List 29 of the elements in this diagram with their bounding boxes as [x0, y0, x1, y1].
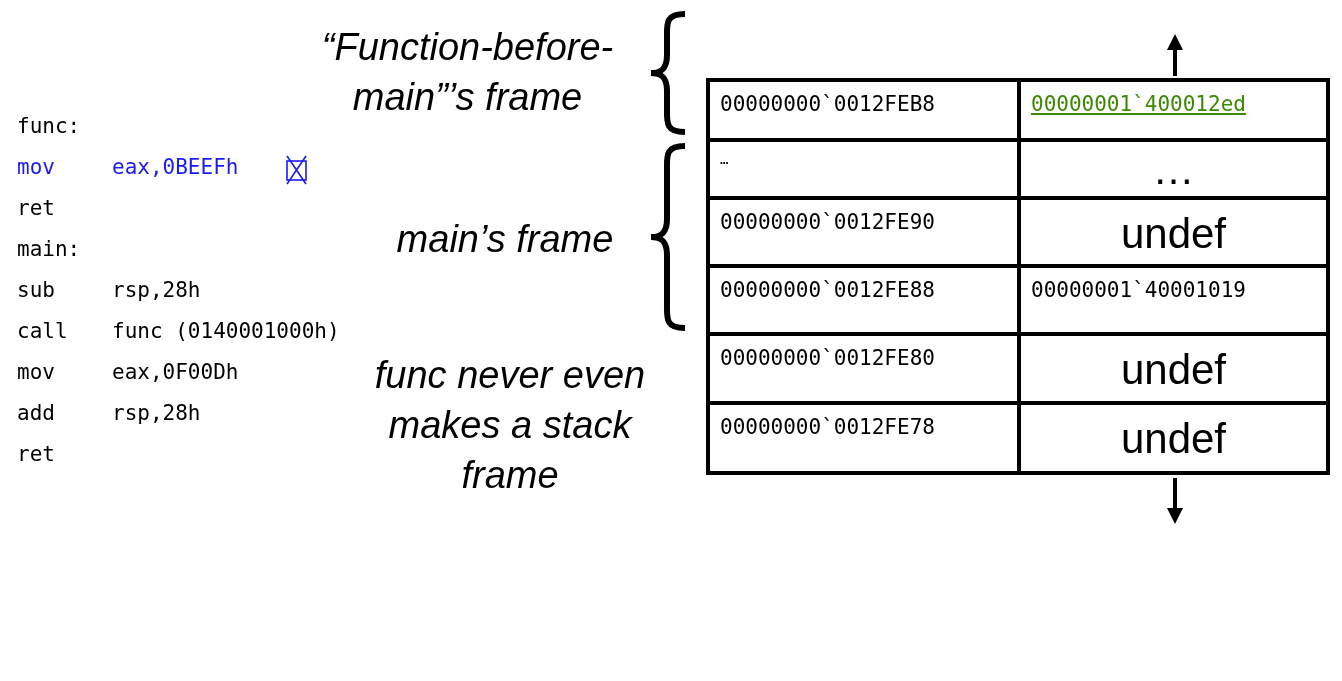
instruction-text: ret: [17, 198, 55, 219]
operand-text: rsp,28h: [112, 280, 201, 301]
code-label: func:: [17, 116, 81, 137]
instruction-text: call: [17, 321, 68, 342]
note-text: func never even makes a stack frame: [373, 353, 647, 499]
instruction-text: mov: [17, 362, 55, 383]
operand-text: func (0140001000h): [112, 321, 340, 342]
value-text: 00000001`40001019: [1031, 280, 1246, 301]
value-text: undef: [1119, 348, 1228, 392]
address-text: 00000000`0012FE88: [720, 280, 935, 301]
operand-text: eax,0F00Dh: [112, 362, 239, 383]
instruction-text: ret: [17, 444, 55, 465]
address-text: …: [720, 152, 729, 166]
instruction-text: add: [17, 403, 55, 424]
address-text: 00000000`0012FE80: [720, 348, 935, 369]
frame-caption: main’s frame: [395, 217, 615, 262]
value-text: undef: [1119, 212, 1228, 256]
address-text: 00000000`0012FEB8: [720, 94, 935, 115]
frame-caption: “Function-before-main”’s frame: [320, 25, 615, 121]
value-text: undef: [1119, 417, 1228, 461]
instruction-text: sub: [17, 280, 55, 301]
instruction-text: mov: [17, 157, 55, 178]
address-text: 00000000`0012FE90: [720, 212, 935, 233]
address-text: 00000000`0012FE78: [720, 417, 935, 438]
code-label: main:: [17, 239, 81, 260]
value-link: 00000001`400012ed: [1031, 94, 1246, 115]
ellipsis-text: …: [1151, 148, 1196, 192]
operand-text: eax,0BEEFh: [112, 157, 239, 178]
operand-text: rsp,28h: [112, 403, 201, 424]
